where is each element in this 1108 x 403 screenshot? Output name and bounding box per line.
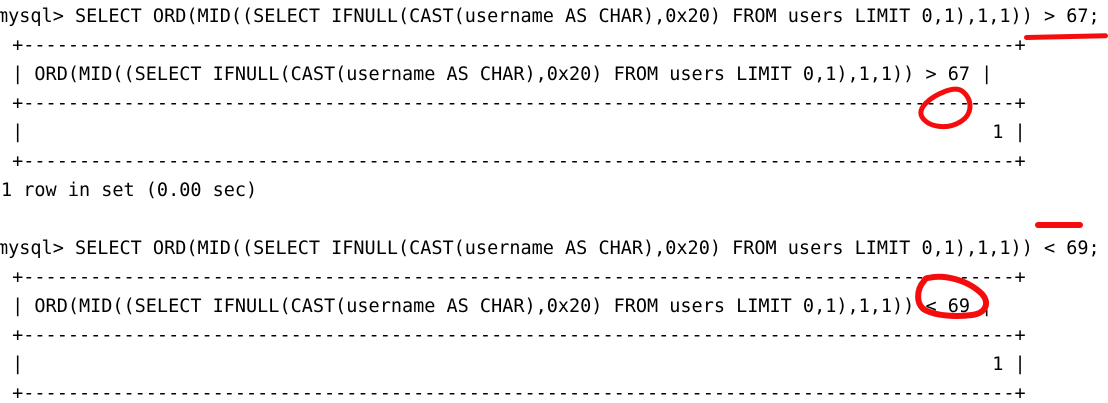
terminal-line-table-border: +---------------------------------------… xyxy=(1,325,1026,346)
terminal-line-table-header: | ORD(MID((SELECT IFNULL(CAST(username A… xyxy=(1,64,993,85)
terminal-line-table-border: +---------------------------------------… xyxy=(1,267,1026,288)
terminal-line-table-header: | ORD(MID((SELECT IFNULL(CAST(username A… xyxy=(1,296,993,317)
terminal-line-table-value: | 1 | xyxy=(1,354,1026,375)
terminal-line-blank xyxy=(0,205,1108,234)
terminal-line-table-border: +---------------------------------------… xyxy=(1,93,1026,114)
terminal-line-table-value: | 1 | xyxy=(1,122,1026,143)
terminal-line-command: mysql> SELECT ORD(MID((SELECT IFNULL(CAS… xyxy=(0,238,1100,259)
terminal-line-status: 1 row in set (0.00 sec) xyxy=(1,180,258,201)
terminal-line-table-border: +---------------------------------------… xyxy=(1,35,1026,56)
terminal-line-table-border: +---------------------------------------… xyxy=(1,383,1026,403)
terminal-line-table-border: +---------------------------------------… xyxy=(1,151,1026,172)
terminal-line-command: mysql> SELECT ORD(MID((SELECT IFNULL(CAS… xyxy=(0,6,1100,27)
